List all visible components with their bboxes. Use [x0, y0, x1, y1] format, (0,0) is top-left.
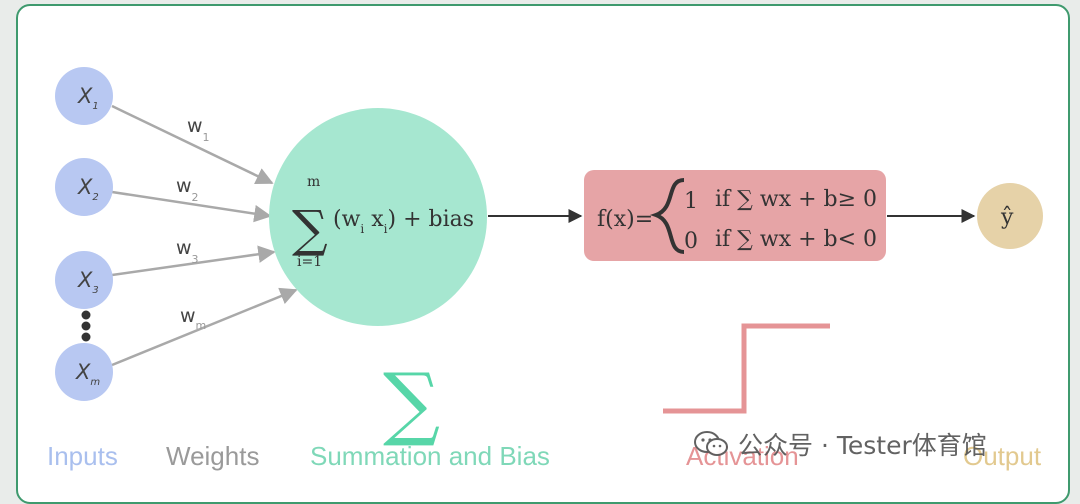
diagram-frame [16, 4, 1070, 504]
input-node-2: X2 [55, 158, 113, 216]
output-symbol: ŷ [1000, 205, 1014, 230]
input-node-1: X1 [55, 67, 113, 125]
step-function-icon [663, 323, 830, 414]
weight-label-1: w1 [187, 115, 210, 144]
case1-condition: if ∑ wx + b≥ 0 [715, 187, 877, 212]
weight-label-m: wm [180, 305, 206, 332]
input-node-m: Xm [55, 343, 113, 401]
sum-sigma-symbol: ∑ [292, 200, 328, 258]
sum-expression: (wi xi) + bias [333, 207, 474, 236]
edge-x2 [111, 190, 272, 223]
big-sigma-icon: ∑ [383, 356, 440, 449]
activation-box: f(x)= 1 if ∑ wx + b≥ 0 0 if ∑ wx + b< 0 [584, 170, 886, 261]
section-label-summation: Summation and Bias [310, 441, 550, 471]
input-node-3: X3 [55, 251, 113, 309]
summation-node: m ∑ i=1 (wi xi) + bias [269, 108, 487, 326]
wechat-icon [694, 431, 728, 456]
piecewise-brace [649, 178, 685, 254]
weight-label-2: w2 [176, 175, 199, 204]
watermark: 公众号 · Tester体育馆 [694, 426, 987, 462]
sum-lower-limit: i=1 [297, 254, 322, 270]
sum-upper-limit: m [307, 174, 320, 190]
svg-text:X2: X2 [77, 175, 99, 203]
activation-fx: f(x)= [597, 207, 653, 232]
section-label-output: Output [963, 441, 1042, 471]
section-label-inputs: Inputs [47, 441, 118, 471]
case2-condition: if ∑ wx + b< 0 [715, 227, 877, 252]
section-label-weights: Weights [166, 441, 260, 471]
svg-text:X3: X3 [77, 268, 99, 296]
watermark-text: 公众号 · Tester体育馆 [738, 431, 987, 460]
output-node: ŷ [977, 183, 1043, 249]
svg-text:X1: X1 [77, 84, 99, 112]
section-label-activation: Activation [686, 441, 799, 471]
weight-label-3: w3 [176, 237, 199, 266]
edge-x3 [111, 245, 276, 277]
edge-x1 [111, 104, 274, 185]
ellipsis-dots [81, 310, 91, 342]
perceptron-diagram: X1 X2 X3 Xm w1 w2 w3 wm m ∑ i=1 (wi xi) … [55, 67, 1043, 449]
case1-value: 1 [684, 189, 698, 214]
case2-value: 0 [684, 229, 698, 254]
svg-text:Xm: Xm [75, 360, 100, 388]
edge-xm [111, 287, 298, 367]
